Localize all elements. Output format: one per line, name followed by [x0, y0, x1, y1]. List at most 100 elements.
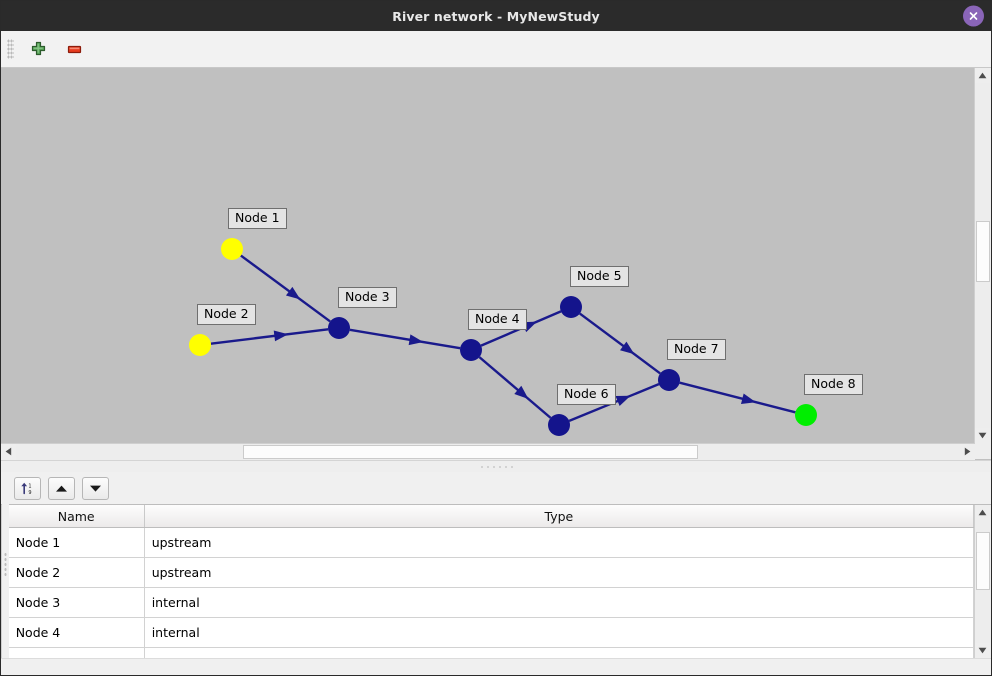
graph-node-node-6[interactable] — [548, 414, 570, 436]
graph-node-label-node-8[interactable]: Node 8 — [804, 374, 863, 396]
canvas-hscroll-track[interactable] — [16, 444, 960, 460]
edge-Node3-to-Node4 — [349, 328, 461, 350]
nodes-move-up-button[interactable] — [47, 476, 75, 500]
network-graph-svg — [189, 238, 817, 436]
canvas-scroll-down-button[interactable] — [975, 428, 990, 443]
nodes-scroll-down-button[interactable] — [975, 643, 991, 658]
table-cell[interactable]: Node 1 — [8, 527, 145, 558]
edge-arrowhead-icon — [619, 341, 635, 355]
arrow-up-icon — [55, 485, 67, 492]
svg-text:9: 9 — [28, 490, 31, 496]
table-cell[interactable]: Node 4 — [8, 617, 145, 648]
edge-Node4-to-Node6 — [478, 356, 552, 419]
graph-node-label-node-7[interactable]: Node 7 — [667, 339, 726, 361]
splitter-grip-icon — [3, 552, 7, 578]
edge-Node2-to-Node3 — [210, 328, 329, 345]
graph-node-node-8[interactable] — [795, 404, 817, 426]
window-titlebar: River network - MyNewStudy — [1, 1, 991, 31]
splitter-grip-icon — [479, 464, 513, 469]
graph-node-node-5[interactable] — [560, 296, 582, 318]
window-title: River network - MyNewStudy — [392, 8, 600, 24]
table-cell[interactable]: internal — [144, 617, 975, 648]
canvas-scroll-left-button[interactable] — [1, 444, 16, 459]
triangle-right-icon — [964, 447, 971, 456]
network-graph-canvas[interactable]: Node 1 Node 2 Node 3 Node 4 Node 5 Node 6 Node… — [1, 68, 974, 443]
column-header-name[interactable]: Name — [8, 505, 145, 528]
table-cell[interactable]: upstream — [144, 527, 975, 558]
red-minus-icon — [67, 45, 81, 53]
triangle-down-icon — [978, 647, 987, 654]
graph-node-label-node-1[interactable]: Node 1 — [228, 208, 287, 230]
nodes-vscroll-track[interactable] — [975, 520, 992, 643]
nodes-toolbar: 1 9 — [8, 472, 992, 504]
table-cell[interactable] — [144, 647, 975, 658]
toolbar-drag-handle[interactable] — [7, 39, 14, 59]
table-cell[interactable] — [8, 647, 145, 658]
close-icon — [969, 12, 978, 20]
svg-text:1: 1 — [28, 483, 31, 489]
sort-ascending-icon: 1 9 — [21, 482, 31, 496]
table-row-empty[interactable] — [8, 647, 975, 658]
green-plus-icon — [31, 41, 45, 55]
graph-node-label-node-6[interactable]: Node 6 — [557, 384, 616, 406]
graph-node-label-node-4[interactable]: Node 4 — [468, 309, 527, 331]
canvas-hscroll-thumb[interactable] — [242, 445, 698, 459]
graph-node-label-node-2[interactable]: Node 2 — [197, 304, 256, 326]
canvas-vscroll-thumb[interactable] — [976, 221, 990, 282]
canvas-scroll-up-button[interactable] — [975, 68, 990, 83]
nodes-vertical-scrollbar[interactable] — [974, 505, 992, 658]
triangle-down-icon — [978, 432, 987, 439]
triangle-up-icon — [978, 72, 987, 79]
nodes-scroll-up-button[interactable] — [975, 505, 991, 520]
branches-vertical-scrollbar[interactable] — [1, 505, 2, 658]
graph-node-node-7[interactable] — [658, 369, 680, 391]
table-cell[interactable]: internal — [144, 587, 975, 618]
table-cell[interactable]: Node 3 — [8, 587, 145, 618]
edge-arrowhead-icon — [408, 334, 424, 346]
nodes-move-down-button[interactable] — [81, 476, 109, 500]
nodes-sort-button[interactable]: 1 9 — [13, 476, 41, 500]
graph-node-label-node-3[interactable]: Node 3 — [338, 287, 397, 309]
edge-arrowhead-icon — [273, 330, 289, 342]
graph-node-label-node-5[interactable]: Node 5 — [570, 266, 629, 288]
edge-arrowhead-icon — [615, 395, 631, 407]
table-cell[interactable]: Node 2 — [8, 557, 145, 588]
delete-node-button[interactable] — [60, 35, 88, 63]
graph-node-node-2[interactable] — [189, 334, 211, 356]
close-button[interactable] — [963, 5, 984, 27]
horizontal-splitter[interactable] — [1, 472, 9, 658]
canvas-vertical-scrollbar[interactable] — [974, 68, 991, 443]
edge-Node7-to-Node8 — [679, 381, 796, 414]
canvas-vscroll-track[interactable] — [975, 83, 991, 428]
column-header-type[interactable]: Type — [144, 505, 975, 528]
table-cell[interactable]: upstream — [144, 557, 975, 588]
graph-node-node-3[interactable] — [328, 317, 350, 339]
edge-arrowhead-icon — [514, 385, 529, 399]
status-bar — [1, 658, 991, 675]
graph-node-node-4[interactable] — [460, 339, 482, 361]
canvas-scroll-right-button[interactable] — [960, 444, 975, 459]
vertical-splitter[interactable] — [1, 460, 991, 472]
main-toolbar — [1, 31, 991, 68]
canvas-horizontal-scrollbar[interactable] — [1, 443, 975, 460]
network-canvas-panel: Node 1 Node 2 Node 3 Node 4 Node 5 Node 6 Node… — [1, 68, 991, 460]
graph-node-node-1[interactable] — [221, 238, 243, 260]
triangle-up-icon — [978, 509, 987, 516]
nodes-vscroll-thumb[interactable] — [976, 532, 991, 590]
edge-Node5-to-Node7 — [579, 312, 661, 375]
edge-arrowhead-icon — [740, 393, 756, 404]
triangle-left-icon — [5, 447, 12, 456]
add-node-button[interactable] — [24, 35, 52, 63]
arrow-down-icon — [89, 485, 101, 492]
